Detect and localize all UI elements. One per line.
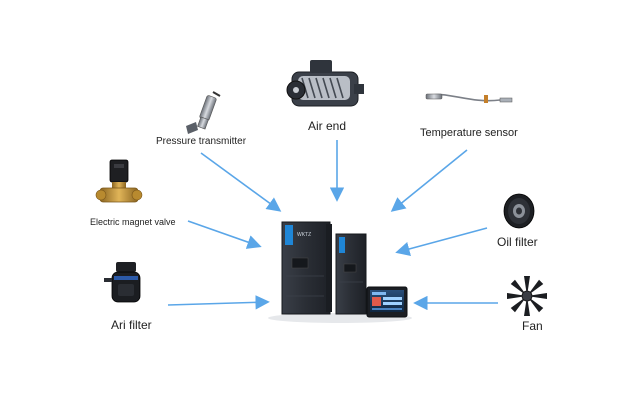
label-oil-filter: Oil filter — [497, 235, 538, 249]
label-ari-filter: Ari filter — [111, 318, 152, 332]
fan-image — [507, 276, 547, 316]
arrow-from-temperature-sensor — [390, 149, 468, 212]
label-electric-magnet-valve: Electric magnet valve — [90, 217, 176, 227]
inverter-cabinet-large: WKTZ — [281, 221, 332, 315]
oil-filter-image — [503, 193, 535, 229]
label-pressure-transmitter: Pressure transmitter — [156, 136, 247, 147]
arrow-from-ari-filter — [167, 295, 270, 310]
arrow-from-electric-magnet-valve — [187, 220, 262, 249]
central-controller: WKTZ — [268, 221, 412, 323]
pressure-transmitter-image — [186, 91, 221, 134]
arrows — [167, 140, 498, 311]
temperature-sensor-image — [425, 93, 513, 103]
arrow-from-oil-filter — [395, 227, 488, 256]
ari-filter-image — [104, 262, 141, 303]
arrow-from-pressure-transmitter — [200, 152, 282, 212]
label-temperature-sensor: Temperature sensor — [420, 127, 518, 139]
hmi-touch-screen — [366, 286, 408, 318]
label-air-end: Air end — [308, 119, 347, 133]
inverter-cabinet-small — [335, 233, 367, 315]
brand-label: WKTZ — [297, 232, 311, 238]
air-end-image — [286, 60, 364, 107]
electric-magnet-valve-image — [95, 159, 143, 203]
label-fan: Fan — [522, 319, 543, 333]
